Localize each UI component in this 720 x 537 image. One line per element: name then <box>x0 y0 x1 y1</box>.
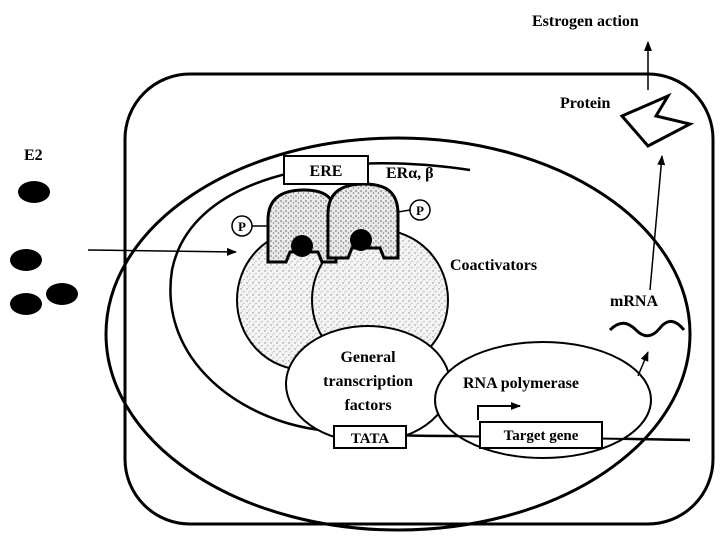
e2-label: E2 <box>24 147 43 164</box>
arrow-polymerase-to-mrna <box>638 352 648 376</box>
general-tf-line3: factors <box>344 397 391 414</box>
mrna-label: mRNA <box>610 293 658 310</box>
protein-shape <box>622 96 690 146</box>
estrogen-molecule-3 <box>10 293 42 315</box>
estrogen-action-label: Estrogen action <box>532 13 639 30</box>
estrogen-molecule-1 <box>18 181 50 203</box>
er-alpha-beta-label: ERα, β <box>386 165 434 182</box>
target-gene-label: Target gene <box>504 428 579 444</box>
general-tf-line1: General <box>340 349 396 366</box>
phospho-right-label: P <box>416 203 424 218</box>
phospho-left-label: P <box>238 219 246 234</box>
tata-label: TATA <box>351 431 390 447</box>
estrogen-molecule-4 <box>46 283 78 305</box>
coactivators-label: Coactivators <box>450 257 537 274</box>
estrogen-entry-arrow <box>88 250 236 252</box>
protein-label: Protein <box>560 95 610 112</box>
estrogen-bound-right <box>350 229 372 251</box>
rna-polymerase-label: RNA polymerase <box>463 375 579 392</box>
estrogen-molecule-2 <box>10 249 42 271</box>
ere-label: ERE <box>310 163 343 180</box>
estrogen-bound-left <box>291 235 313 257</box>
mrna-strand <box>610 321 684 335</box>
arrow-mrna-to-protein <box>650 156 662 290</box>
general-tf-line2: transcription <box>323 373 413 390</box>
